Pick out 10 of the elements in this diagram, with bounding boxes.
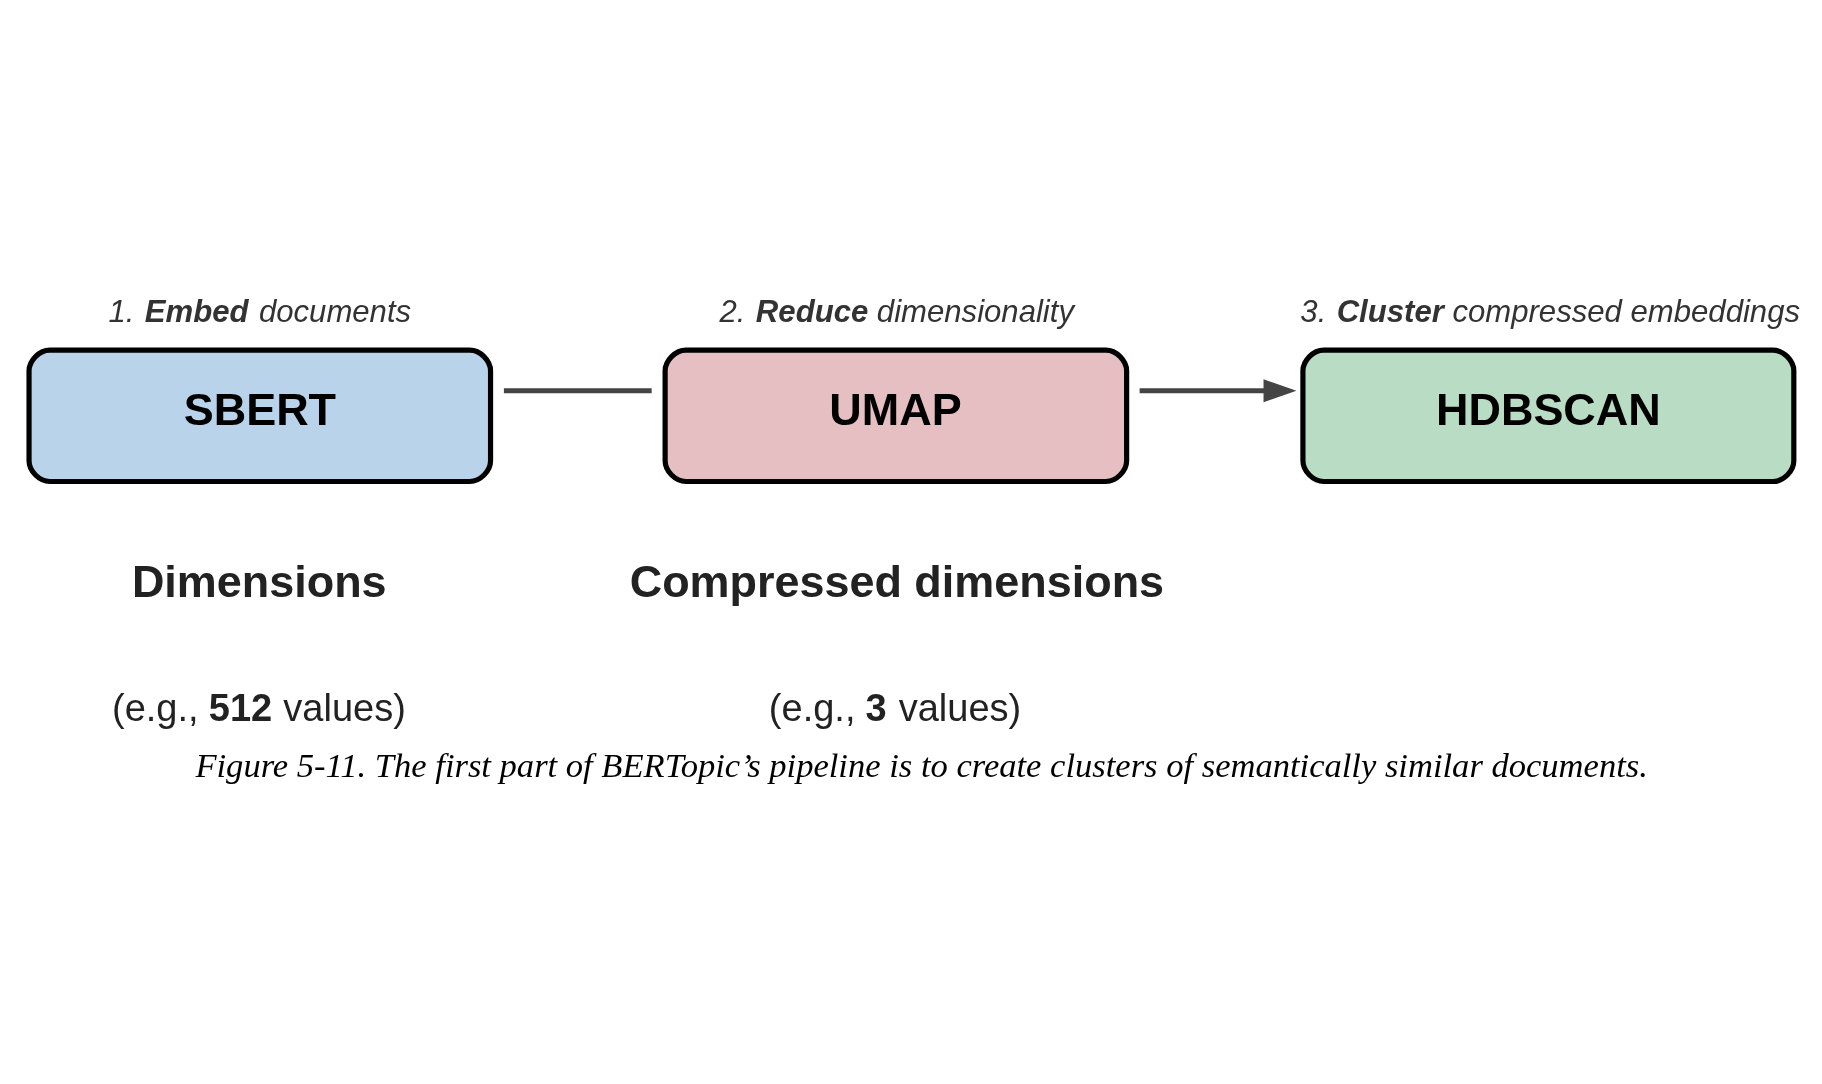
label: (e.g., 3 values) xyxy=(768,687,1022,730)
caption: Figure 5-11. The first part of BERTopic’s pipeline is to create clusters of semantically similar documents. xyxy=(195,746,1648,785)
connector xyxy=(503,388,652,394)
arrow xyxy=(1139,379,1297,403)
label: Dimensions xyxy=(131,555,387,607)
label: (e.g., 512 values) xyxy=(112,687,406,730)
node-label: 3. Cluster compressed embeddings xyxy=(1300,294,1801,330)
node-label: 2. Reduce dimensionality xyxy=(719,294,1074,330)
label: Compressed dimensions xyxy=(629,555,1165,607)
node-label: 1. Embed documents xyxy=(108,294,412,330)
